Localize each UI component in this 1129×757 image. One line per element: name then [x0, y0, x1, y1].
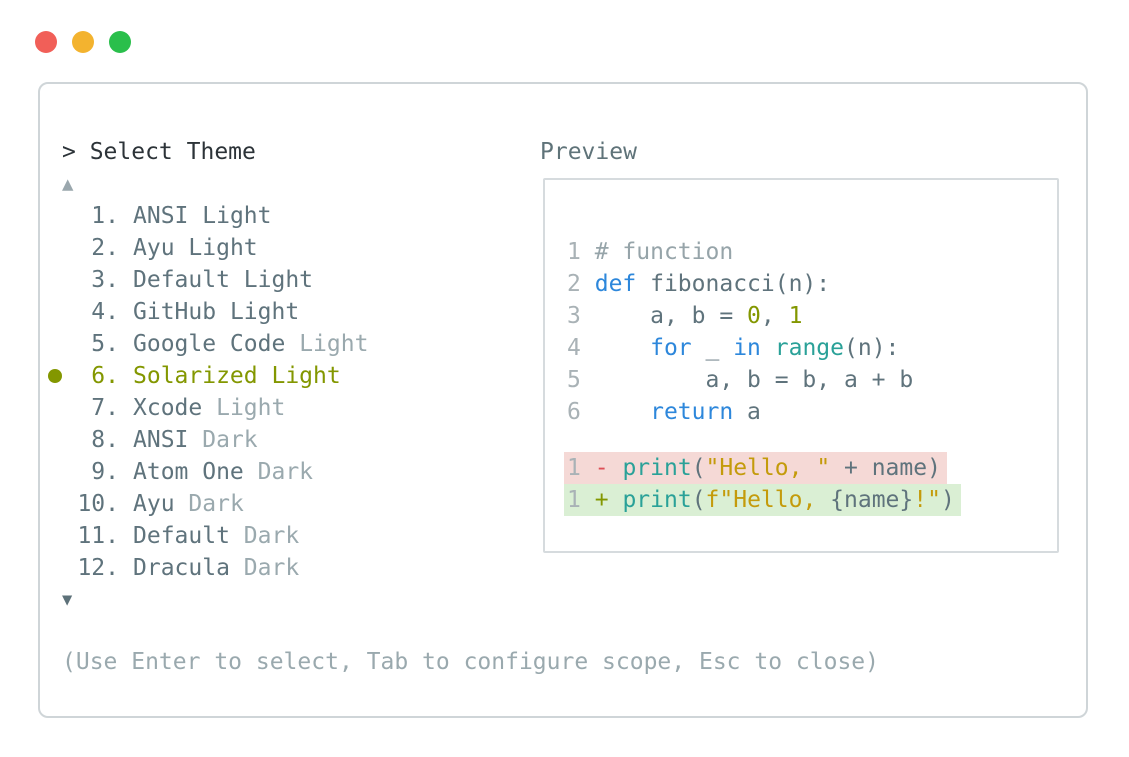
theme-option-default-dark[interactable]: 11. Default Dark — [46, 520, 879, 552]
keyboard-hints: (Use Enter to select, Tab to configure s… — [62, 649, 879, 675]
scroll-down-indicator[interactable]: ▼ — [62, 584, 879, 616]
theme-option-ayu-dark[interactable]: 10. Ayu Dark — [46, 488, 879, 520]
theme-label: ANSI Dark — [133, 427, 258, 453]
theme-option-ayu-light[interactable]: 2. Ayu Light — [46, 232, 879, 264]
code-sample: 1 # function 2 def fibonacci(n): 3 a, b = … — [567, 236, 1057, 428]
theme-number: 2. — [91, 235, 119, 261]
code-line: 2 def fibonacci(n): — [567, 271, 831, 297]
preview-pane: 1 # function 2 def fibonacci(n): 3 a, b = … — [543, 178, 1059, 553]
theme-option-xcode-light[interactable]: 7. Xcode Light — [46, 392, 879, 424]
theme-option-dracula-dark[interactable]: 12. Dracula Dark — [46, 552, 879, 584]
theme-option-default-light[interactable]: 3. Default Light — [46, 264, 879, 296]
theme-option-ansi-light[interactable]: 1. ANSI Light — [46, 200, 879, 232]
theme-option-solarized-light[interactable]: 6. Solarized Light — [46, 360, 879, 392]
theme-picker-window: > Select Theme ▲ 1. ANSI Light 2. Ayu Light… — [38, 82, 1088, 718]
traffic-light-minimize-button[interactable] — [72, 31, 94, 53]
code-line: 6 return a — [567, 399, 761, 425]
theme-option-ansi-dark[interactable]: 8. ANSI Dark — [46, 424, 879, 456]
theme-option-google-code-light[interactable]: 5. Google Code Light — [46, 328, 879, 360]
theme-number: 5. — [91, 331, 119, 357]
theme-option-atom-one-dark[interactable]: 9. Atom One Dark — [46, 456, 879, 488]
code-line: 4 for _ in range(n): — [567, 335, 900, 361]
scroll-up-indicator[interactable]: ▲ — [62, 168, 879, 200]
window-traffic-lights — [35, 31, 131, 53]
theme-option-github-light[interactable]: 4. GitHub Light — [46, 296, 879, 328]
theme-number: 12. — [77, 555, 119, 581]
preview-title: Preview — [540, 139, 637, 165]
traffic-light-zoom-button[interactable] — [109, 31, 131, 53]
theme-label: Xcode Light — [133, 395, 286, 421]
diff-sample: 1 - print("Hello, " + name)1 + print(f"H… — [564, 452, 1057, 516]
code-line: 5 a, b = b, a + b — [567, 367, 914, 393]
diff-line-removed: 1 - print("Hello, " + name) — [564, 452, 1057, 484]
theme-number: 10. — [77, 491, 119, 517]
theme-label: ANSI Light — [133, 203, 272, 229]
triangle-down-icon: ▼ — [62, 590, 73, 610]
theme-number: 6. — [91, 363, 119, 389]
theme-number: 9. — [91, 459, 119, 485]
traffic-light-close-button[interactable] — [35, 31, 57, 53]
diff-line-added: 1 + print(f"Hello, {name}!") — [564, 484, 1057, 516]
theme-label: Solarized Light — [133, 363, 341, 389]
theme-number: 3. — [91, 267, 119, 293]
selection-bullet-slot — [46, 369, 77, 383]
theme-number: 8. — [91, 427, 119, 453]
theme-label: Ayu Light — [133, 235, 258, 261]
theme-label: Default Dark — [133, 523, 300, 549]
theme-label: Ayu Dark — [133, 491, 244, 517]
selected-bullet-icon — [48, 369, 62, 383]
theme-list-column: > Select Theme ▲ 1. ANSI Light 2. Ayu Light… — [46, 136, 879, 678]
theme-number: 1. — [91, 203, 119, 229]
triangle-up-icon: ▲ — [62, 173, 74, 195]
code-line: 3 a, b = 0, 1 — [567, 303, 803, 329]
theme-number: 4. — [91, 299, 119, 325]
preview-column: Preview 1 # function 2 def fibonacci(n): 3… — [540, 136, 1059, 553]
theme-label: Default Light — [133, 267, 314, 293]
theme-label: GitHub Light — [133, 299, 300, 325]
theme-label: Atom One Dark — [133, 459, 314, 485]
theme-list: 1. ANSI Light 2. Ayu Light 3. Default Light 4.… — [46, 200, 879, 584]
theme-number: 11. — [77, 523, 119, 549]
theme-label: Dracula Dark — [133, 555, 300, 581]
theme-picker-prompt: > Select Theme — [62, 139, 256, 165]
code-line: 1 # function — [567, 239, 734, 265]
theme-number: 7. — [91, 395, 119, 421]
theme-label: Google Code Light — [133, 331, 369, 357]
